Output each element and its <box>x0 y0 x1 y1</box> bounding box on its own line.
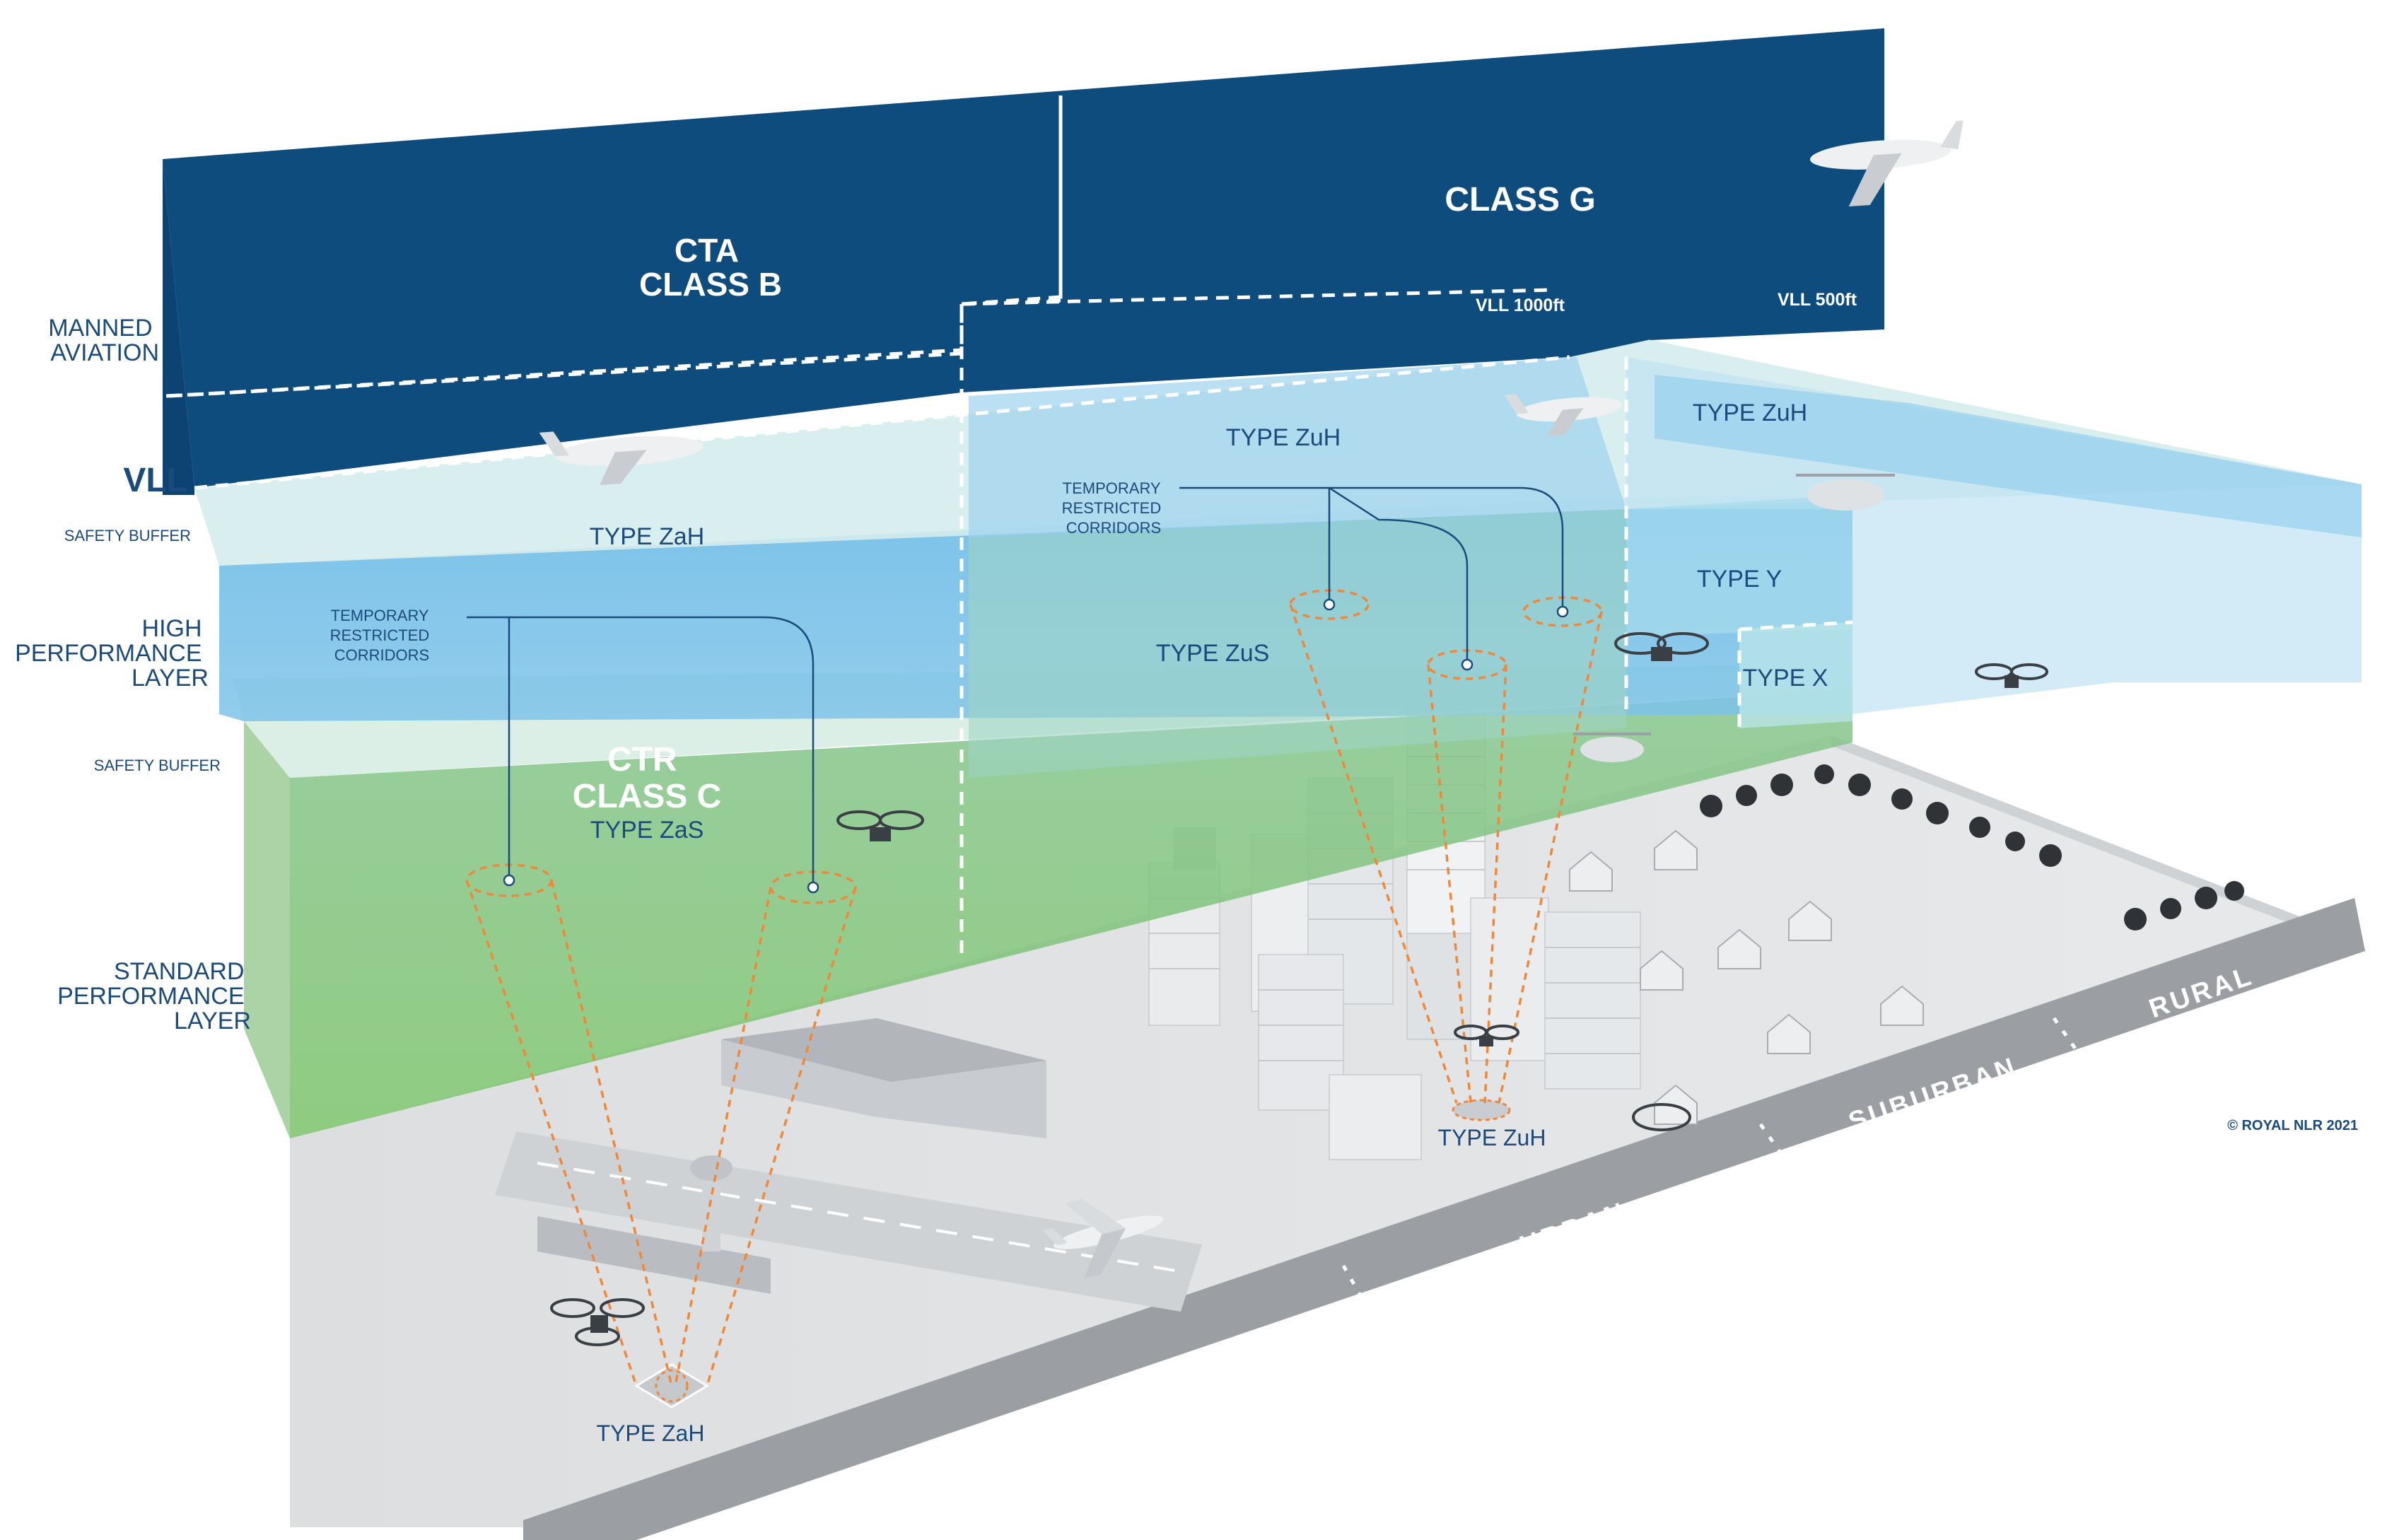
corridor-leader-center <box>1179 486 1569 671</box>
svg-text:TEMPORARY RESTRICTED C: TEMPORARY RESTRICTED CORRIDORS <box>1062 479 1166 537</box>
label-cta: CTA <box>675 232 738 269</box>
label-standard-performance-2: PERFORMANCE <box>57 983 244 1010</box>
label-standard-performance-1: STANDARD <box>114 958 245 985</box>
label-type-x: TYPE X <box>1743 665 1828 692</box>
svg-text:CTA CLASS B: CTA CLASS B <box>639 232 782 303</box>
label-type-zah-ground: TYPE ZaH <box>597 1421 705 1446</box>
airplane-vll-left-icon <box>539 431 704 486</box>
label-corridor-left-3: CORRIDORS <box>334 646 429 664</box>
helicopter-small-icon <box>1573 733 1651 762</box>
label-corridor-left-1: TEMPORARY <box>331 607 429 624</box>
zone-zus-volume <box>969 509 1626 778</box>
label-ctr-class: CLASS C <box>573 778 722 815</box>
svg-text:CTR CLASS C: CTR CLASS C <box>573 741 722 815</box>
vertiport-pad-airport <box>634 1363 709 1408</box>
zone-x-volume <box>1739 622 1852 728</box>
label-safety-buffer-bottom: SAFETY BUFFER <box>94 757 221 774</box>
label-vll-500: VLL 500ft <box>1778 290 1857 310</box>
label-type-zah: TYPE ZaH <box>590 523 704 550</box>
label-safety-buffer-top: SAFETY BUFFER <box>64 527 191 544</box>
label-class-g: CLASS G <box>1445 181 1595 218</box>
label-high-performance-2: PERFORMANCE <box>15 640 202 667</box>
zone-y-volume <box>1626 495 1852 636</box>
helicopter-icon <box>1796 474 1895 511</box>
vertiport-pad-urban <box>1452 1099 1511 1121</box>
zone-zuh-volume <box>969 357 1626 537</box>
copyright: © ROYAL NLR 2021 <box>2227 1118 2358 1133</box>
label-manned-aviation-2: AVIATION <box>50 339 159 366</box>
region-road <box>523 898 2365 1540</box>
label-standard-performance-3: LAYER <box>174 1008 251 1034</box>
label-vll-1000: VLL 1000ft <box>1476 296 1565 315</box>
label-type-zus: TYPE ZuS <box>1156 640 1270 667</box>
label-vll: VLL <box>123 462 187 499</box>
label-type-zuh-right: TYPE ZuH <box>1693 399 1807 426</box>
city-buildings <box>1148 699 1641 1160</box>
svg-text:MANNED AVIATION: MANNED AVIATION <box>48 315 159 366</box>
label-ctr: CTR <box>607 741 677 778</box>
svg-text:HIGH PERFORMANCE LAYER: HIGH PERFORMANCE LAYER <box>15 615 209 692</box>
svg-text:TEMPORARY RESTRICTED C: TEMPORARY RESTRICTED CORRIDORS <box>330 607 434 664</box>
terminal <box>537 1216 771 1294</box>
label-corridor-center-1: TEMPORARY <box>1063 479 1161 497</box>
label-type-zuh-ground: TYPE ZuH <box>1438 1125 1546 1150</box>
label-high-performance-3: LAYER <box>132 665 209 692</box>
label-corridor-left-2: RESTRICTED <box>330 626 430 644</box>
label-type-y: TYPE Y <box>1697 566 1782 593</box>
standard-performance-layer <box>290 689 1852 1138</box>
airliner-icon <box>1810 120 1964 207</box>
svg-text:STANDARD PERFORMANCE L: STANDARD PERFORMANCE LAYER <box>57 958 251 1034</box>
control-tower <box>702 1174 720 1252</box>
runway <box>495 1131 1202 1312</box>
label-type-zas: TYPE ZaS <box>590 817 704 844</box>
label-high-performance-1: HIGH <box>142 615 202 642</box>
corridor-leader-left <box>467 616 819 894</box>
label-type-zuh-center: TYPE ZuH <box>1226 424 1341 451</box>
label-manned-aviation-1: MANNED <box>48 315 152 342</box>
label-cta-class: CLASS B <box>639 266 782 303</box>
drone-icon <box>550 632 2048 1346</box>
airplane-runway-icon <box>1042 1198 1164 1279</box>
label-corridor-center-3: CORRIDORS <box>1066 519 1161 537</box>
rural-trees <box>1700 764 2244 931</box>
ground-plane <box>290 735 2365 1540</box>
label-corridor-center-2: RESTRICTED <box>1062 499 1162 517</box>
suburban-houses <box>1569 829 1924 1125</box>
airplane-vll-center-icon <box>1504 394 1623 436</box>
